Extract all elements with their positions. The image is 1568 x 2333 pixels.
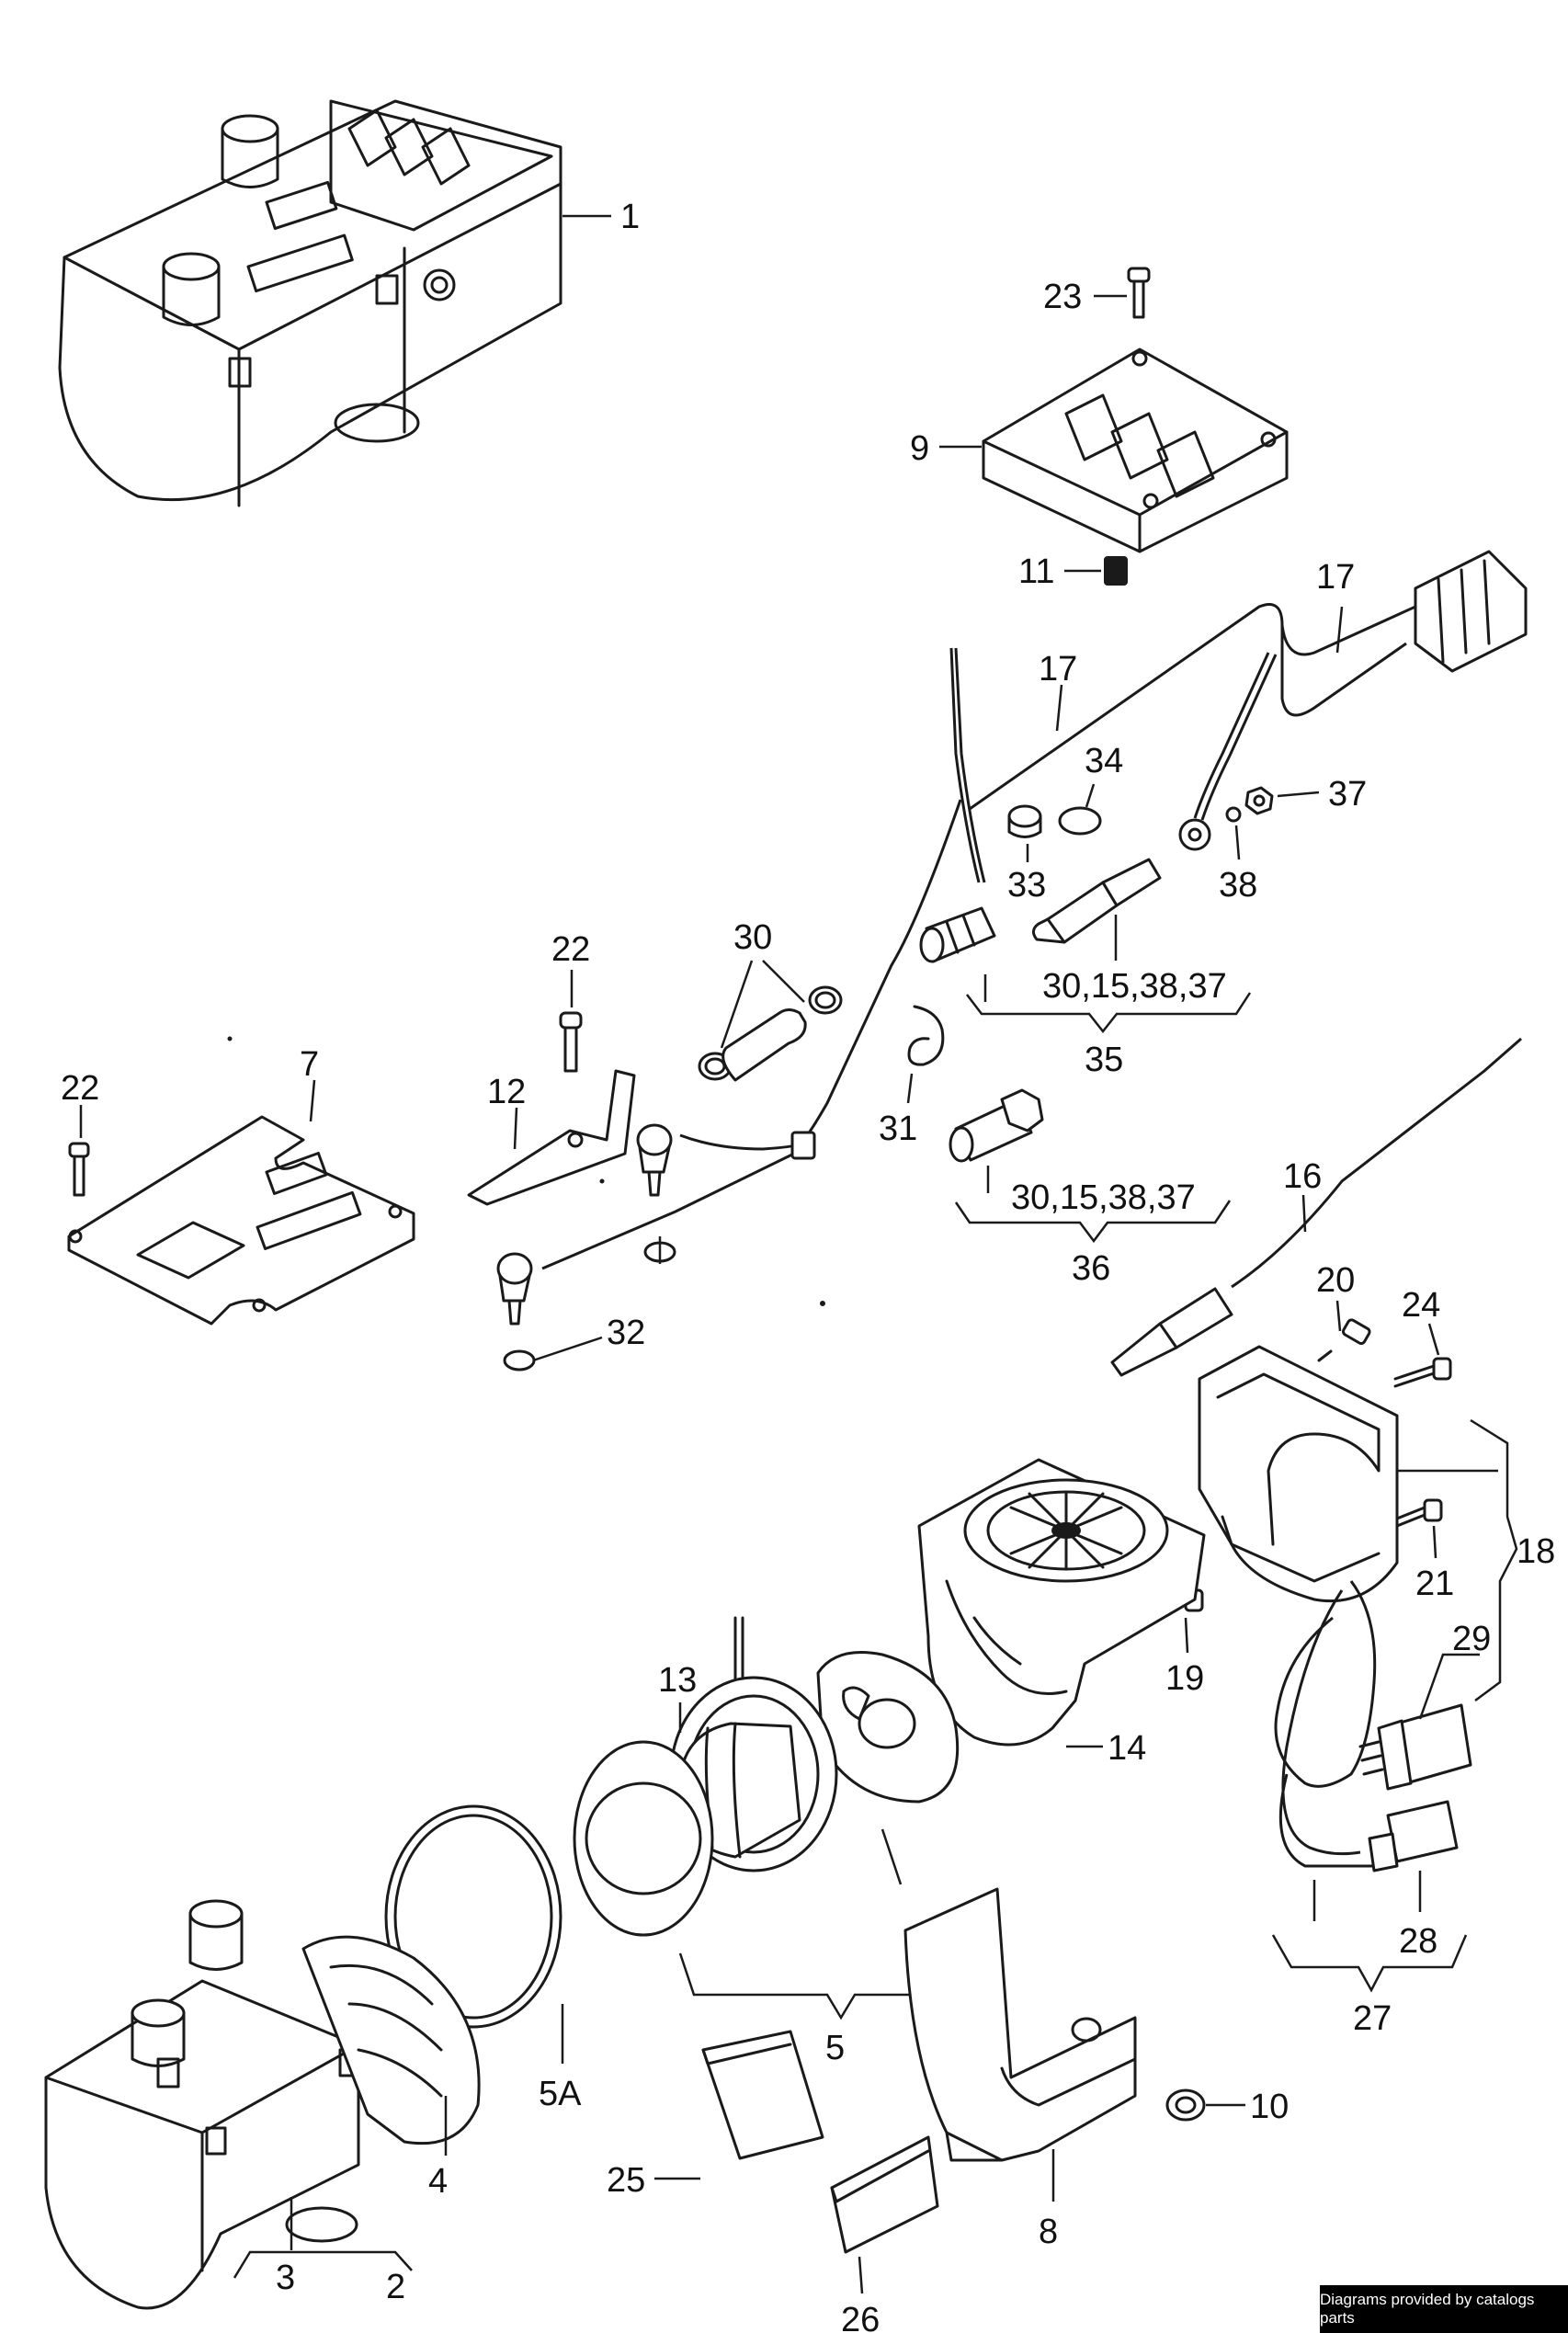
- label-30: 30: [733, 918, 772, 957]
- bracket-part-8[interactable]: [903, 1887, 1137, 2162]
- label-36-sub: 30,15,38,37: [1011, 1178, 1196, 1217]
- sensor-wire-part-32[interactable]: [496, 1123, 816, 1371]
- heat-shield-part-7[interactable]: [67, 1115, 415, 1326]
- label-33: 33: [1007, 866, 1046, 905]
- label-17-upper: 17: [1316, 558, 1355, 597]
- heat-exchanger-part-2[interactable]: [44, 1899, 481, 2310]
- label-19: 19: [1165, 1659, 1204, 1698]
- connector-part-28[interactable]: [1368, 1800, 1459, 1872]
- label-14: 14: [1108, 1729, 1146, 1768]
- fan-cover-part-18[interactable]: [1198, 1345, 1399, 1603]
- label-35: 35: [1085, 1041, 1123, 1079]
- screw-part-23[interactable]: [1127, 267, 1151, 319]
- label-26: 26: [841, 2301, 880, 2333]
- nut-part-37[interactable]: [1244, 786, 1274, 815]
- clip-part-31[interactable]: [907, 1005, 945, 1066]
- label-36: 36: [1072, 1249, 1110, 1288]
- label-5: 5: [825, 2029, 845, 2067]
- label-10: 10: [1250, 2088, 1289, 2126]
- wiring-harness-part-17[interactable]: [798, 550, 1528, 1146]
- temperature-sensor-part-35-a[interactable]: [919, 906, 996, 963]
- label-12: 12: [487, 1073, 526, 1111]
- label-31: 31: [879, 1110, 917, 1148]
- label-7: 7: [300, 1045, 319, 1084]
- label-17-lower: 17: [1039, 650, 1077, 689]
- screw-part-21[interactable]: [1395, 1498, 1443, 1528]
- screw-part-24[interactable]: [1393, 1357, 1452, 1388]
- label-8: 8: [1039, 2213, 1058, 2251]
- label-27: 27: [1353, 1999, 1392, 2038]
- screw-part-22-center[interactable]: [559, 1011, 583, 1073]
- label-21: 21: [1415, 1565, 1454, 1603]
- label-13: 13: [658, 1661, 697, 1700]
- bracket-part-12[interactable]: [467, 1069, 636, 1206]
- label-1: 1: [620, 198, 640, 236]
- label-20: 20: [1316, 1261, 1355, 1300]
- label-18: 18: [1517, 1532, 1555, 1571]
- label-34: 34: [1085, 742, 1123, 780]
- gasket-plate-part-5[interactable]: [816, 1651, 960, 1804]
- label-32: 32: [607, 1314, 645, 1352]
- connector-part-29[interactable]: [1358, 1703, 1472, 1791]
- screw-part-22-left[interactable]: [68, 1142, 90, 1197]
- fuse-part-11[interactable]: [1104, 556, 1128, 586]
- sensor-part-36[interactable]: [949, 1088, 1044, 1163]
- label-38: 38: [1219, 866, 1257, 905]
- label-24: 24: [1402, 1286, 1440, 1325]
- control-unit-part-9[interactable]: [982, 347, 1289, 553]
- grommet-part-10[interactable]: [1165, 2088, 1206, 2122]
- label-16: 16: [1283, 1157, 1322, 1196]
- plug-part-34[interactable]: [1058, 806, 1102, 836]
- label-9: 9: [910, 429, 929, 468]
- washer-part-38[interactable]: [1225, 806, 1242, 823]
- temperature-sensor-part-35-b[interactable]: [1032, 858, 1162, 944]
- insulation-part-25[interactable]: [701, 2030, 824, 2160]
- label-11: 11: [1018, 552, 1054, 591]
- blower-part-14[interactable]: [917, 1458, 1206, 1747]
- label-28: 28: [1399, 1922, 1437, 1961]
- wiring-part-27[interactable]: [1274, 1580, 1379, 1868]
- insulation-part-26[interactable]: [830, 2135, 939, 2254]
- screw-part-20[interactable]: [1317, 1318, 1371, 1362]
- label-22-center: 22: [551, 930, 590, 969]
- label-3: 3: [276, 2259, 295, 2297]
- label-5a: 5A: [539, 2075, 582, 2113]
- glow-plug-part-16[interactable]: [1110, 1037, 1522, 1377]
- heater-assembly-part-1[interactable]: [58, 99, 562, 507]
- label-35-sub: 30,15,38,37: [1042, 967, 1227, 1006]
- label-29: 29: [1452, 1620, 1491, 1658]
- gasket-part-5a[interactable]: [384, 1804, 562, 2029]
- label-37: 37: [1328, 775, 1367, 814]
- o-ring-part-30[interactable]: [698, 985, 843, 1082]
- label-23: 23: [1043, 278, 1082, 316]
- cap-part-33[interactable]: [1007, 804, 1042, 838]
- credit-banner: Diagrams provided by catalogs parts: [1320, 2285, 1568, 2333]
- combustion-chamber-part-13[interactable]: [573, 1616, 838, 1937]
- label-25: 25: [607, 2161, 645, 2200]
- label-4: 4: [428, 2162, 448, 2201]
- label-2: 2: [386, 2268, 405, 2306]
- label-22-left: 22: [61, 1069, 99, 1108]
